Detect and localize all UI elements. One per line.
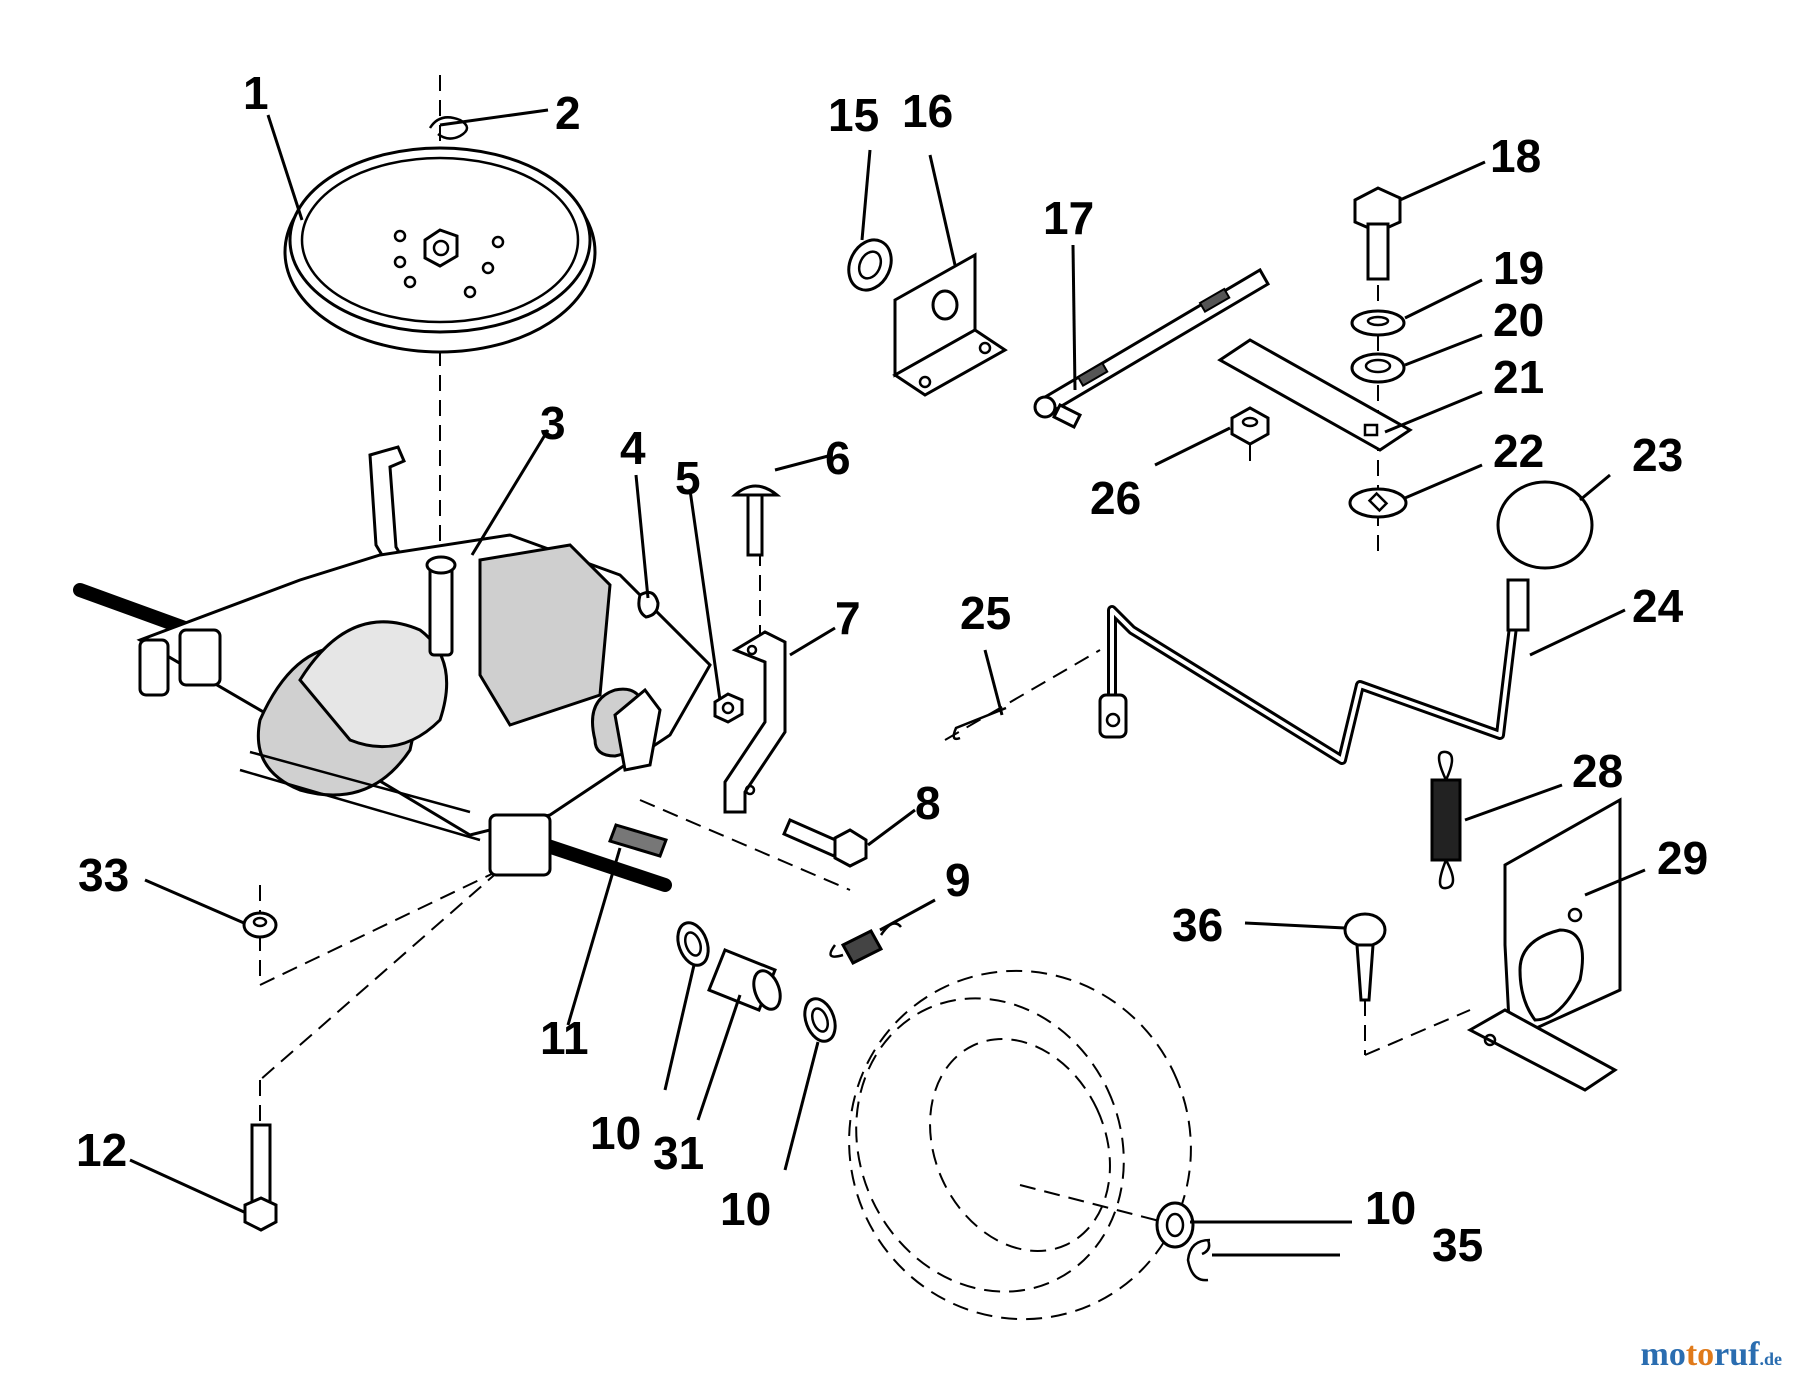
lever-plate-21 — [1217, 338, 1413, 452]
callout-11: 11 — [540, 1012, 589, 1064]
e-clip-35 — [1186, 1238, 1211, 1282]
callout-17: 17 — [1043, 192, 1095, 244]
shift-lever — [1098, 578, 1530, 765]
washer-19 — [1350, 309, 1406, 337]
retaining-clip — [428, 116, 469, 140]
nut-26 — [1230, 406, 1270, 446]
callout-35: 35 — [1432, 1219, 1484, 1271]
nut-33 — [242, 911, 278, 939]
washer-15 — [847, 238, 893, 292]
callout-20: 20 — [1493, 294, 1545, 346]
callout-15: 15 — [828, 89, 880, 141]
callout-1: 1 — [243, 67, 269, 119]
bracket-29 — [1466, 797, 1622, 1092]
bolt-8 — [782, 818, 868, 868]
callout-25: 25 — [960, 587, 1012, 639]
callout-31: 31 — [653, 1127, 705, 1179]
callout-23: 23 — [1632, 429, 1684, 481]
key-pin — [637, 590, 660, 619]
callout-9: 9 — [945, 854, 971, 906]
callout-10-b: 10 — [720, 1183, 772, 1235]
washer-20 — [1350, 352, 1406, 384]
cotter-pin — [952, 706, 1007, 741]
control-rod — [1033, 267, 1271, 430]
watermark-logo: motoruf.de — [1640, 1336, 1783, 1373]
screw-36 — [1343, 912, 1387, 1002]
callout-4: 4 — [620, 422, 646, 474]
callout-10-a: 10 — [590, 1107, 642, 1159]
callout-6: 6 — [825, 432, 851, 484]
spring-28 — [1430, 750, 1462, 890]
carriage-bolt — [731, 484, 782, 557]
callout-10-c: 10 — [1365, 1182, 1417, 1234]
callout-2: 2 — [555, 87, 581, 139]
woodruff-key — [608, 823, 668, 858]
watermark-tld: .de — [1759, 1349, 1783, 1369]
callout-18: 18 — [1490, 130, 1542, 182]
callout-7: 7 — [835, 592, 861, 644]
bracket-16 — [892, 252, 1008, 397]
callout-5: 5 — [675, 452, 701, 504]
pulley — [283, 146, 597, 354]
bolt-12 — [243, 1123, 278, 1232]
callout-12: 12 — [76, 1124, 128, 1176]
callout-36: 36 — [1172, 899, 1224, 951]
callout-16: 16 — [902, 85, 954, 137]
callout-29: 29 — [1657, 832, 1709, 884]
callout-22: 22 — [1493, 425, 1545, 477]
callout-24: 24 — [1632, 580, 1684, 632]
bracket-7 — [723, 630, 787, 814]
leader-lines — [129, 108, 1646, 1257]
washer-10a — [676, 921, 710, 967]
transaxle-housing — [73, 445, 712, 892]
washer-10c — [1155, 1201, 1195, 1249]
spacer-31 — [707, 948, 782, 1012]
nut-5 — [713, 692, 744, 724]
callout-28: 28 — [1572, 745, 1624, 797]
spring-9 — [829, 922, 902, 965]
callout-3: 3 — [540, 397, 566, 449]
knob — [1496, 480, 1594, 570]
callout-8: 8 — [915, 777, 941, 829]
washer-10b — [803, 997, 837, 1043]
bolt-18 — [1353, 186, 1402, 281]
callout-21: 21 — [1493, 351, 1545, 403]
callout-33: 33 — [78, 849, 130, 901]
callout-19: 19 — [1493, 242, 1545, 294]
washer-22 — [1348, 487, 1408, 519]
wheel-outline — [848, 969, 1192, 1321]
callout-26: 26 — [1090, 472, 1142, 524]
